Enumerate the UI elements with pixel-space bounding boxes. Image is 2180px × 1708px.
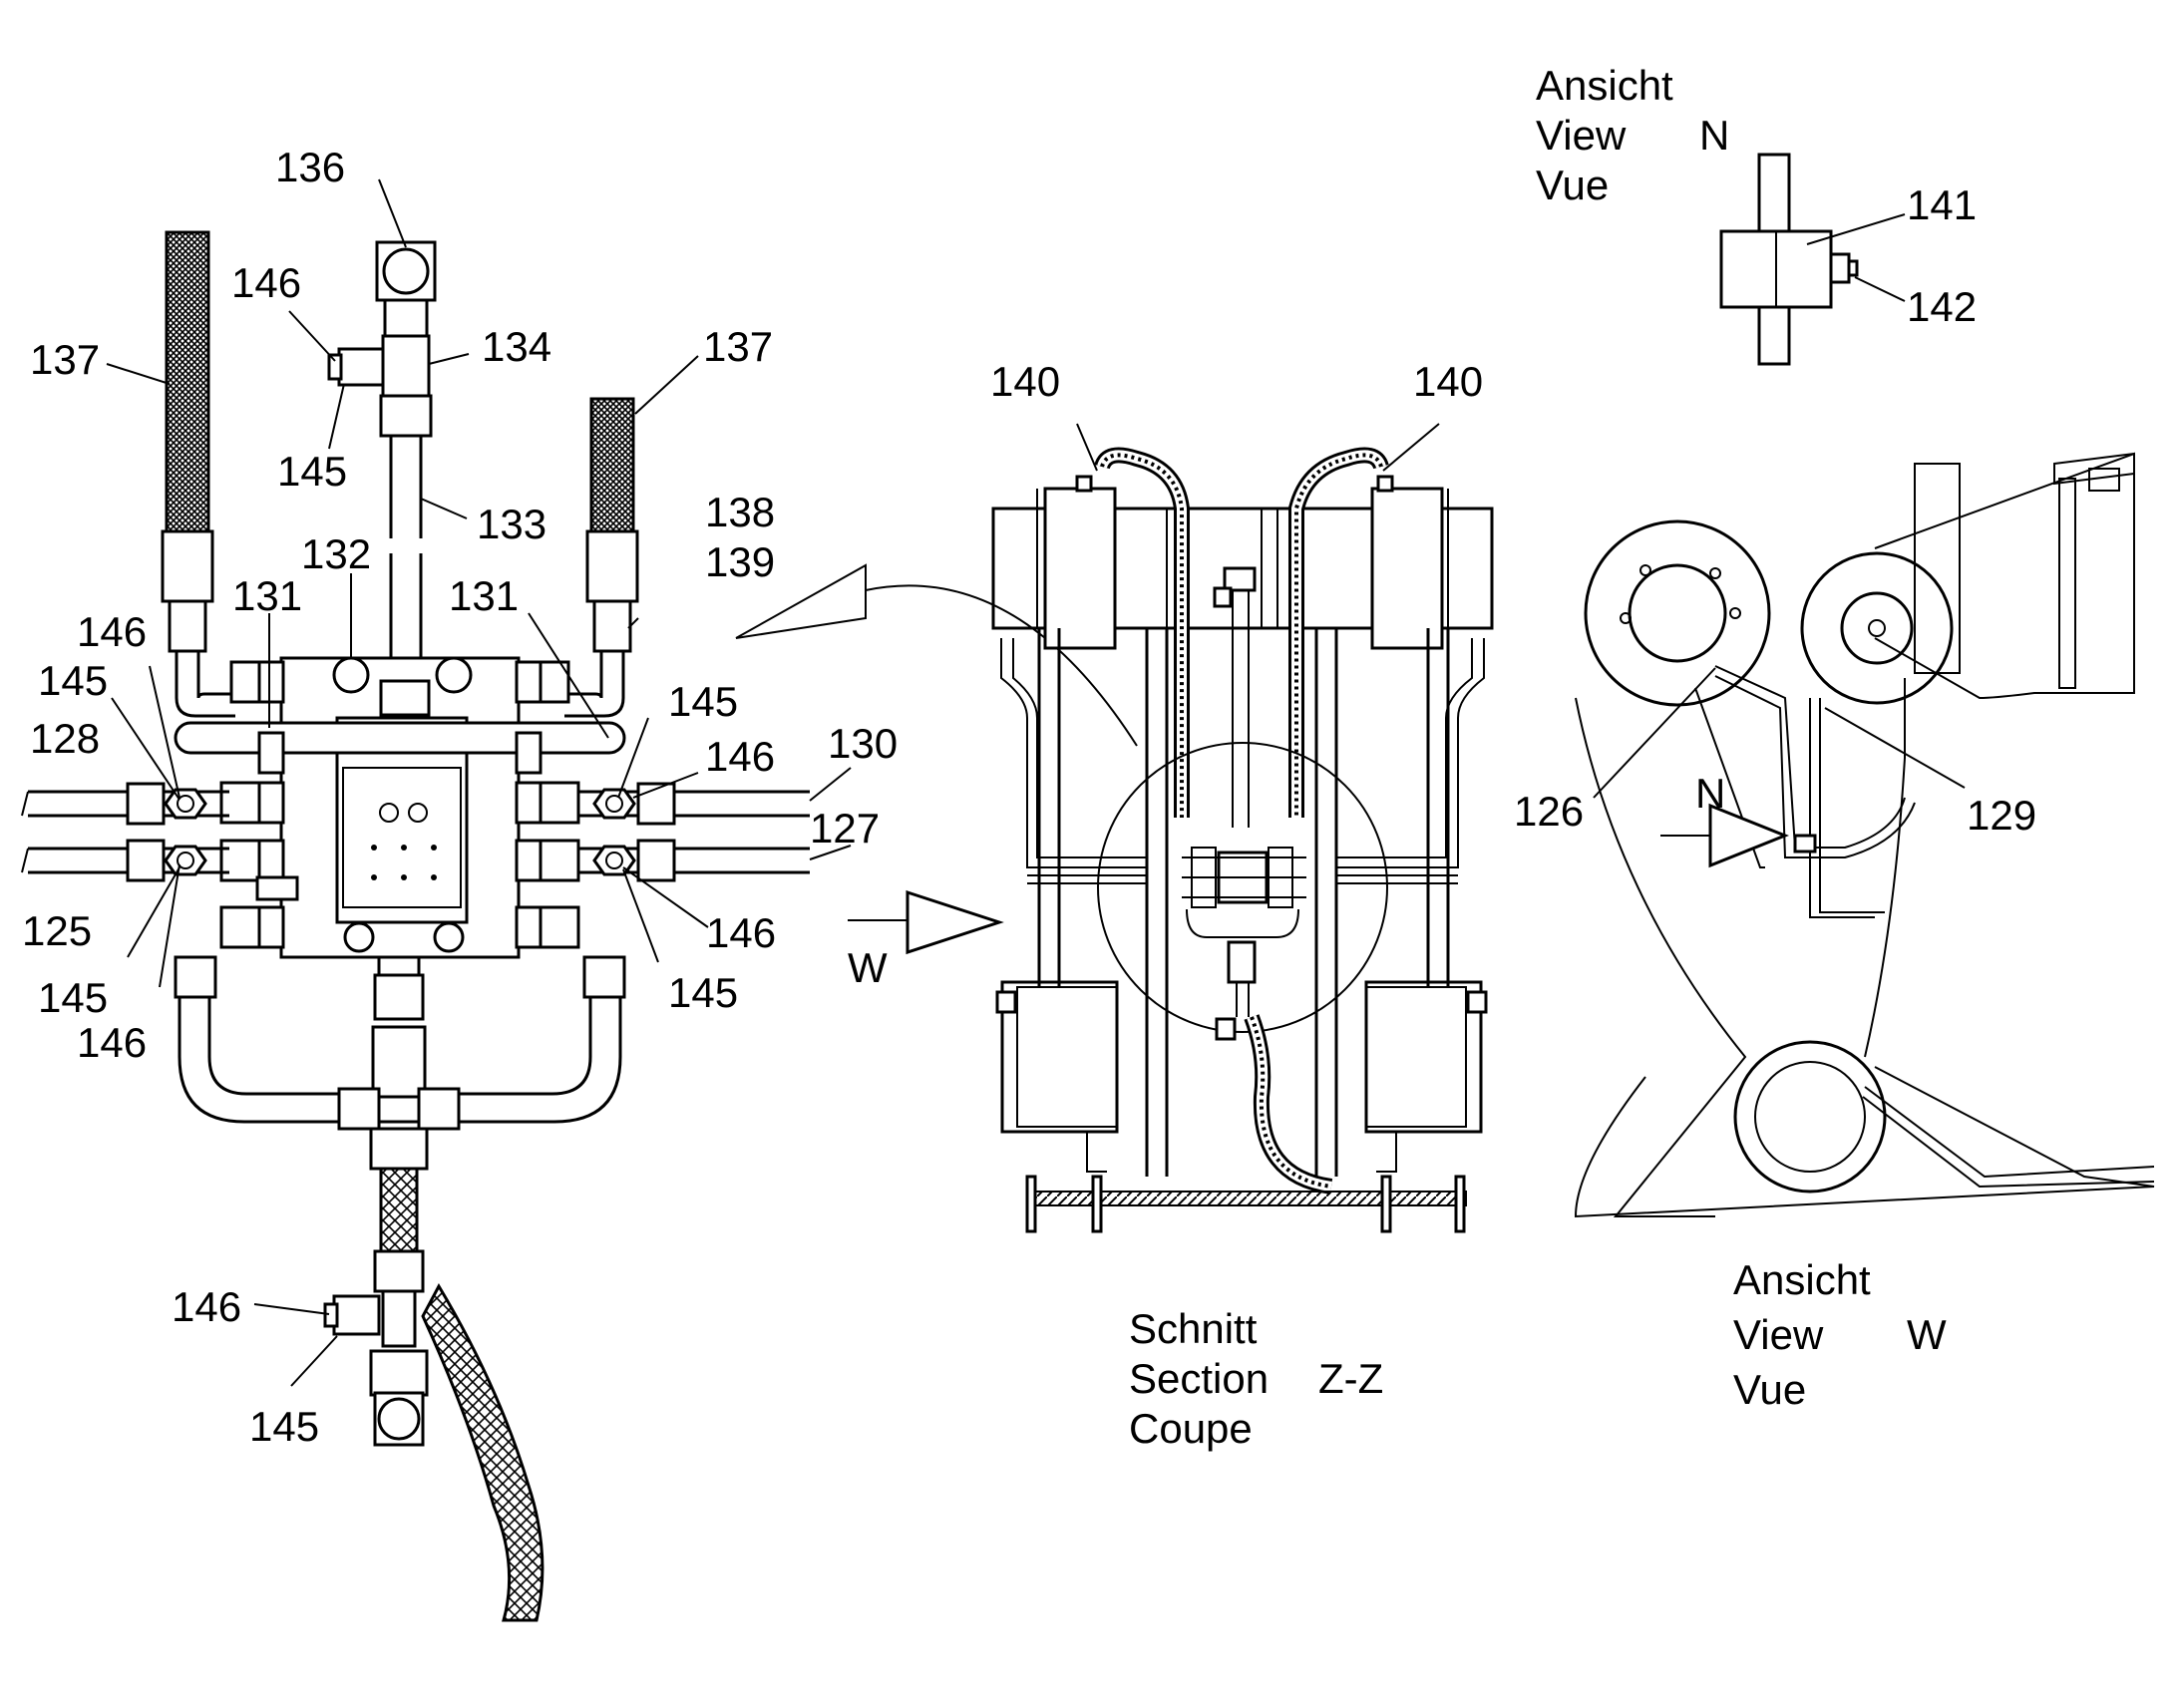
plug-bottom: [373, 1391, 425, 1447]
line-127: [674, 847, 810, 874]
callout-145: 145: [277, 448, 347, 495]
arrow-label-n: N: [1695, 770, 1725, 817]
line-128: [28, 790, 128, 818]
callout-labels: 136 146 134 137 137 145 133 132 138 139 …: [22, 144, 2036, 1450]
view-w-arrow: [906, 889, 1004, 955]
callout-127: 127: [810, 805, 880, 852]
section-line1: Schnitt: [1129, 1305, 1258, 1352]
callout-125: 125: [22, 907, 92, 954]
view-w-detail: [1574, 452, 2155, 1218]
hose-137-left: [165, 230, 210, 533]
leaders-left: [106, 178, 852, 1387]
hose-bottom: [421, 1282, 545, 1622]
callout-141: 141: [1907, 181, 1977, 228]
callout-145: 145: [668, 678, 738, 725]
callout-130: 130: [828, 720, 898, 767]
callout-140: 140: [990, 358, 1060, 405]
section-zz-view: [735, 447, 1494, 1233]
view-n-line3: Vue: [1536, 162, 1609, 208]
hose-137-right: [589, 397, 635, 533]
callout-139: 139: [705, 538, 775, 585]
view-n-detail: [1719, 153, 1859, 366]
view-w-line1: Ansicht: [1733, 1256, 1871, 1303]
arrow-label-w: W: [848, 944, 888, 991]
callout-133: 133: [477, 501, 546, 547]
callout-146: 146: [706, 909, 776, 956]
callout-145: 145: [38, 974, 108, 1021]
nut-145-left-upper: [164, 788, 207, 820]
callout-134: 134: [482, 323, 551, 370]
callout-136: 136: [275, 144, 345, 190]
line-130: [674, 790, 810, 818]
callout-146: 146: [705, 733, 775, 780]
plug-136: [375, 240, 437, 302]
callout-145: 145: [249, 1403, 319, 1450]
callout-146: 146: [77, 608, 147, 655]
view-n-letter: N: [1699, 112, 1729, 159]
callout-137: 137: [703, 323, 773, 370]
callout-129: 129: [1967, 792, 2036, 839]
callout-138: 138: [705, 489, 775, 535]
view-n-line1: Ansicht: [1536, 62, 1673, 109]
section-line2: Section: [1129, 1355, 1269, 1402]
callout-140: 140: [1413, 358, 1483, 405]
section-line3: Coupe: [1129, 1405, 1253, 1452]
callout-131: 131: [449, 572, 519, 619]
callout-145: 145: [38, 657, 108, 704]
line-125: [28, 847, 128, 874]
view-w-line3: Vue: [1733, 1366, 1806, 1413]
callout-145: 145: [668, 969, 738, 1016]
view-labels: Ansicht View N Vue Schnitt Section Z-Z C…: [848, 62, 1947, 1452]
view-n-line2: View: [1536, 112, 1627, 159]
zoom-circle: [1097, 742, 1388, 1033]
view-w-line2: View: [1733, 1311, 1824, 1358]
callout-126: 126: [1514, 788, 1584, 835]
callout-146: 146: [77, 1019, 147, 1066]
callout-146: 146: [172, 1283, 241, 1330]
callout-146: 146: [231, 259, 301, 306]
callout-131: 131: [232, 572, 302, 619]
section-letter: Z-Z: [1318, 1355, 1383, 1402]
callout-142: 142: [1907, 283, 1977, 330]
callout-132: 132: [301, 530, 371, 577]
view-w-letter: W: [1907, 1311, 1947, 1358]
callout-128: 128: [30, 715, 100, 762]
callout-137: 137: [30, 336, 100, 383]
manifold-detail-view: [21, 230, 810, 1622]
